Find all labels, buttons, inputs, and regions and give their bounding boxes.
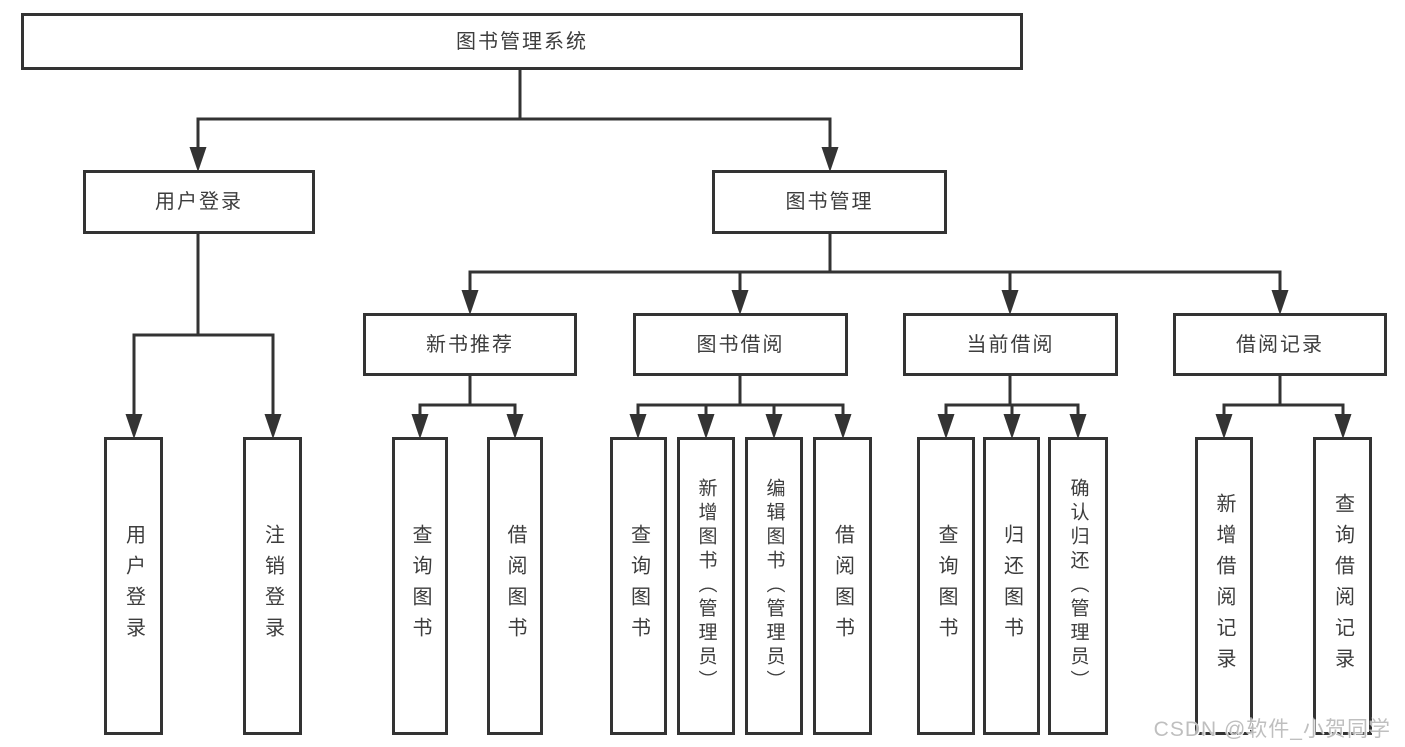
- leaf-borrow-books: 借阅图书: [813, 437, 872, 735]
- node-label: 新增借阅记录: [1213, 493, 1235, 679]
- node-label: 新书推荐: [426, 333, 514, 356]
- leaf-return-books: 归还图书: [983, 437, 1040, 735]
- leaf-user-login: 用户登录: [104, 437, 163, 735]
- node-label: 查询图书: [935, 524, 957, 648]
- leaf-confirm-return-admin: 确认归还（管理员）: [1048, 437, 1108, 735]
- node-book-borrowing: 图书借阅: [633, 313, 848, 376]
- leaf-query-books-borrow: 查询图书: [610, 437, 667, 735]
- node-label: 用户登录: [155, 191, 243, 213]
- node-label: 图书借阅: [696, 333, 785, 356]
- node-label: 当前借阅: [966, 333, 1055, 356]
- leaf-query-books-recommend: 查询图书: [392, 437, 448, 735]
- node-current-borrowing: 当前借阅: [903, 313, 1118, 376]
- arrowhead-icons: [125, 147, 1352, 439]
- node-new-book-recommendation: 新书推荐: [363, 313, 577, 376]
- node-library-management-system: 图书管理系统: [21, 13, 1023, 70]
- node-label: 查询图书: [627, 524, 650, 648]
- leaf-borrow-books-recommend: 借阅图书: [487, 437, 543, 735]
- node-label: 归还图书: [1000, 524, 1023, 648]
- leaf-query-borrowing-record: 查询借阅记录: [1313, 437, 1372, 735]
- node-borrowing-records: 借阅记录: [1173, 313, 1387, 376]
- leaf-edit-book-admin: 编辑图书（管理员）: [745, 437, 803, 735]
- node-label: 图书管理: [785, 191, 874, 213]
- leaf-query-books-current: 查询图书: [917, 437, 975, 735]
- node-label: 新增图书（管理员）: [695, 478, 717, 694]
- node-label: 编辑图书（管理员）: [763, 478, 785, 694]
- node-label: 用户登录: [122, 524, 145, 648]
- leaf-add-book-admin: 新增图书（管理员）: [677, 437, 735, 735]
- node-label: 查询图书: [409, 524, 431, 648]
- node-label: 图书管理系统: [456, 30, 588, 53]
- leaf-add-borrowing-record: 新增借阅记录: [1195, 437, 1253, 735]
- csdn-watermark: CSDN @软件_小贺同学: [1153, 718, 1391, 741]
- leaf-logout: 注销登录: [243, 437, 302, 735]
- node-label: 借阅记录: [1236, 333, 1324, 356]
- node-book-management: 图书管理: [712, 170, 947, 234]
- node-label: 借阅图书: [831, 524, 854, 648]
- node-label: 确认归还（管理员）: [1067, 478, 1089, 694]
- node-user-login: 用户登录: [83, 170, 315, 234]
- node-label: 借阅图书: [504, 524, 526, 648]
- node-label: 注销登录: [261, 524, 284, 648]
- node-label: 查询借阅记录: [1331, 493, 1354, 679]
